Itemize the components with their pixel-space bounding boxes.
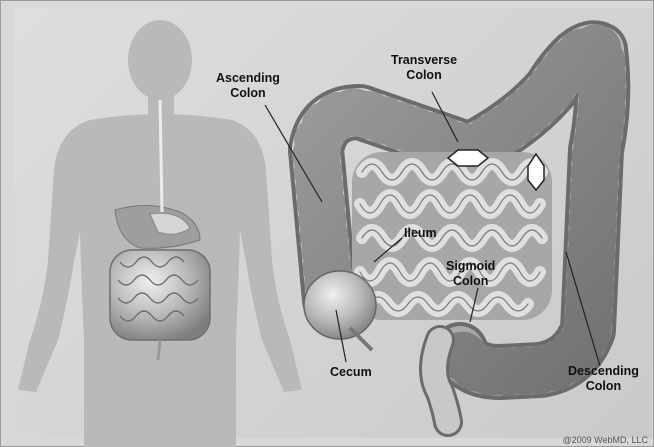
white-marker-transverse — [448, 150, 488, 166]
label-ileum: Ileum — [404, 226, 437, 241]
small-intestine — [352, 152, 552, 320]
label-descending-colon: Descending Colon — [568, 364, 639, 394]
label-cecum: Cecum — [330, 365, 372, 380]
label-ascending-colon: Ascending Colon — [216, 71, 280, 101]
label-sigmoid-colon: Sigmoid Colon — [446, 259, 495, 289]
copyright-notice: @2009 WebMD, LLC — [562, 435, 648, 445]
label-transverse-colon: Transverse Colon — [391, 53, 457, 83]
